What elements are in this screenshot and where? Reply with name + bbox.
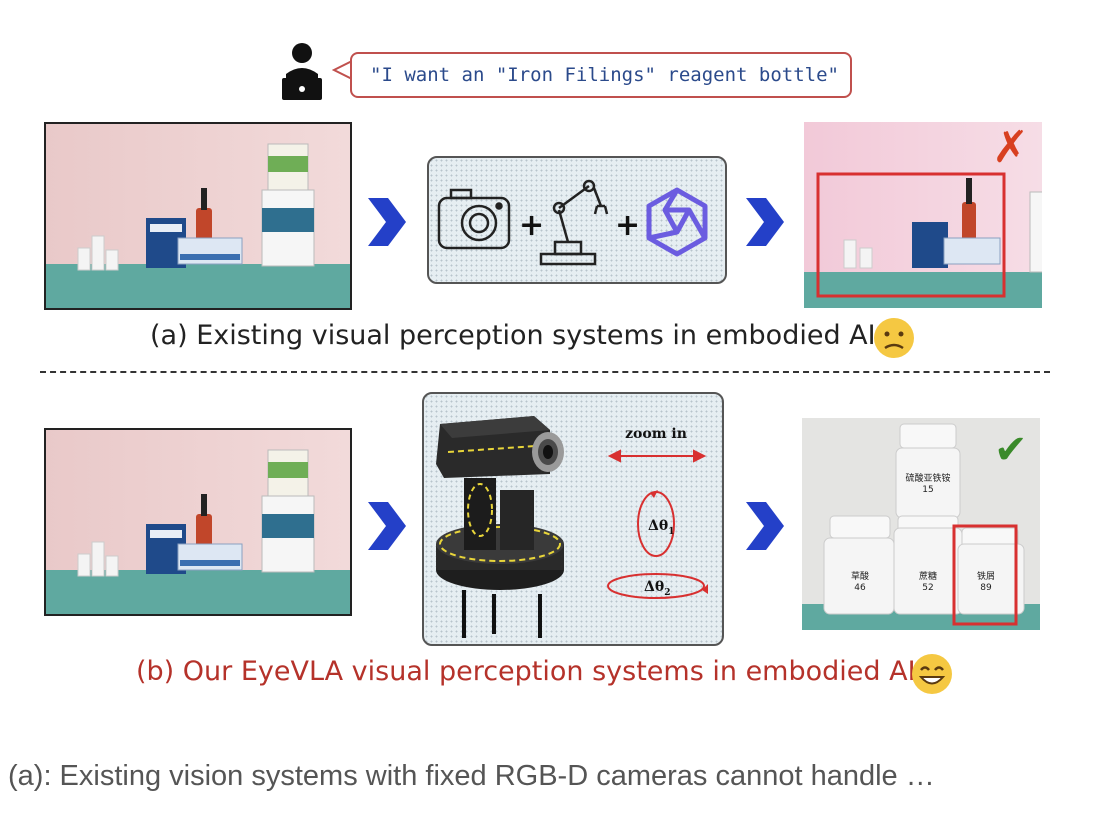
caption-a: (a) Existing visual perception systems i… [150,320,885,351]
scene-photo-b [44,428,352,616]
speech-bubble: "I want an "Iron Filings" reagent bottle… [350,52,852,98]
delta-theta-2-label: Δθ [644,579,664,595]
robot-arm-icon [539,179,609,266]
zoom-in-label: zoom in [625,426,687,442]
chevron-right-icon [368,502,406,550]
chevron-right-icon [368,198,406,246]
delta-theta-2-subscript: 2 [664,588,670,598]
section-divider [40,371,1050,373]
camera-icon [437,188,511,250]
delta-theta-1-subscript: 1 [668,527,674,537]
ai-model-logo-icon [646,187,708,257]
pan-tilt-camera-icon [436,416,564,638]
success-check-icon: ✔ [994,427,1028,473]
speech-bubble-tail [332,59,354,81]
result-photo-a [804,122,1042,308]
user-request-quote: "I want an "Iron Filings" reagent bottle… [370,64,839,86]
svg-text:Δθ1: Δθ1 [648,518,674,537]
eyevla-device-panel: zoom in Δθ1 Δθ2 [422,392,724,646]
pipeline-panel: + + [427,156,727,284]
chevron-right-icon [746,502,784,550]
delta-theta-1-label: Δθ [648,518,668,534]
scene-photo-a [44,122,352,310]
figure-caption: (a): Existing vision systems with fixed … [8,760,935,792]
zoom-double-arrow-icon [607,449,707,463]
fail-mark-icon: ✗ [992,122,1029,173]
svg-text:+: + [519,208,544,243]
pan-rotation-icon [607,573,705,599]
sad-face-icon [874,318,914,358]
svg-text:Δθ2: Δθ2 [644,579,670,598]
caption-b: (b) Our EyeVLA visual perception systems… [136,656,925,687]
chevron-right-icon [746,198,784,246]
happy-face-icon [912,654,952,694]
svg-text:+: + [615,208,640,243]
user-laptop-icon [282,43,322,100]
